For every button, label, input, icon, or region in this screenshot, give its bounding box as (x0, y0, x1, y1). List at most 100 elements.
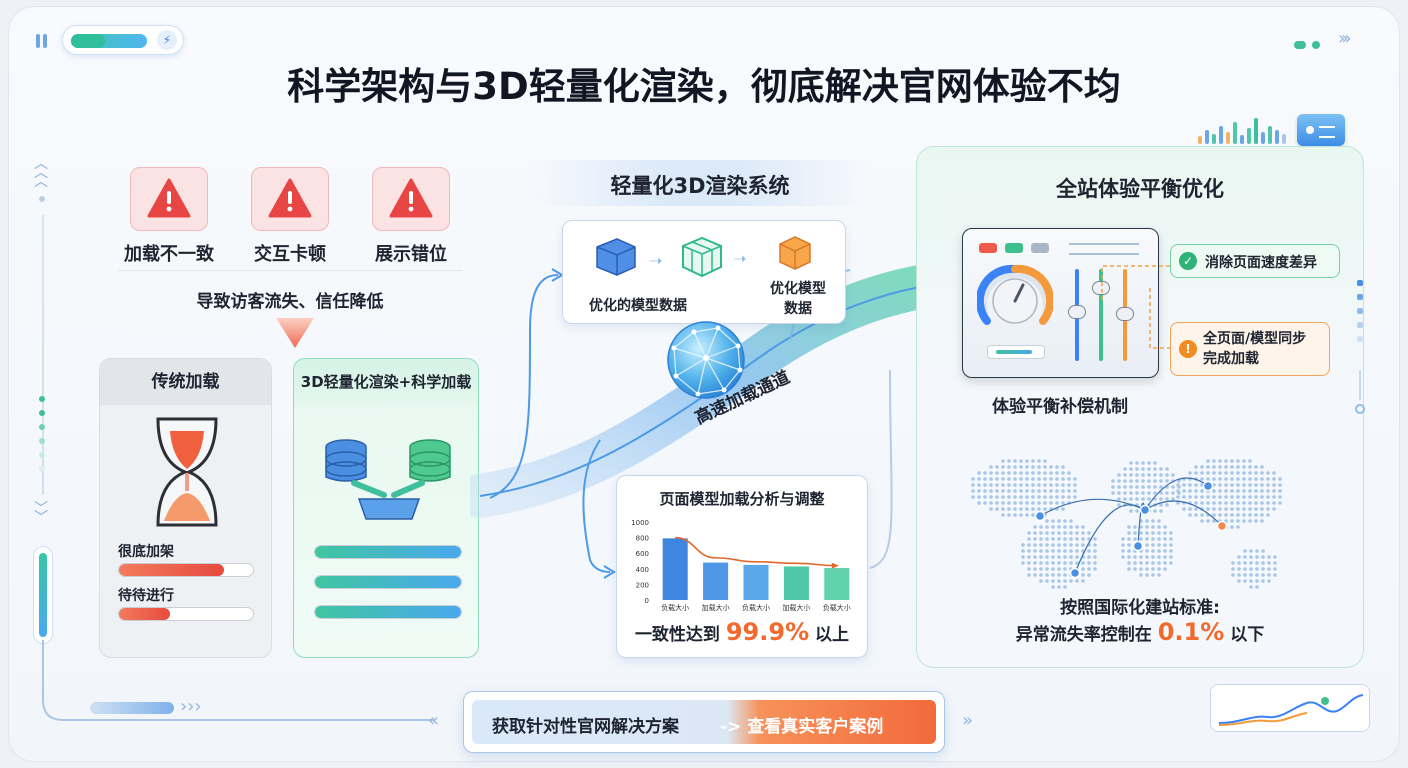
cube-orange-icon (779, 236, 811, 270)
title-band (530, 160, 870, 206)
arrow-right-icon: ➝ (649, 251, 663, 270)
indicator-green (1005, 243, 1023, 253)
tag-eliminate-speed-diff: ✓ 消除页面速度差异 (1170, 244, 1340, 278)
x-tick-label: 负载大小 (823, 603, 851, 612)
progress-bar (118, 563, 254, 577)
mini-bar (1212, 134, 1216, 144)
rail-line (42, 215, 44, 495)
problem-label: 交互卡顿 (254, 244, 326, 265)
cta-inner: 获取针对性官网解决方案 -> 查看真实客户案例 (472, 700, 936, 744)
globe-icon (667, 321, 745, 399)
mini-bar (1240, 135, 1244, 144)
model-optimization-card: ➝ ➝ 优化的模型数据 优化模型 数据 (562, 220, 846, 324)
connection-arc (1144, 500, 1223, 527)
map-node (1132, 540, 1144, 552)
slider-handle[interactable] (1116, 307, 1134, 321)
connection-arc (1144, 477, 1209, 511)
trend-arrowhead (831, 562, 839, 569)
card-label: 优化模型 数据 (770, 281, 826, 317)
map-node (1069, 567, 1081, 579)
trend-widget (1210, 684, 1370, 732)
problem-label: 展示错位 (375, 244, 447, 265)
mini-bar (1282, 134, 1286, 144)
cube-icon (596, 238, 636, 276)
problem-card-lag (251, 167, 329, 231)
indicator-red (979, 243, 997, 253)
mini-bar (1268, 126, 1272, 144)
consistency-text: 一致性达到 99.9% 以上 (617, 618, 867, 646)
map-node (1034, 510, 1046, 522)
status-toggle[interactable]: ⚡ (62, 25, 184, 55)
map-node (1202, 480, 1214, 492)
y-tick-label: 800 (636, 535, 649, 543)
mini-bar (1247, 128, 1251, 144)
page-title: 科学架构与3D轻量化渲染，彻底解决官网体验不均 (287, 65, 1121, 108)
mini-bar (1219, 126, 1223, 144)
chart-bar (703, 562, 729, 600)
consistency-prefix: 一致性达到 (634, 625, 720, 645)
chevron-right-icon: ››› (180, 696, 202, 717)
chevron-right-icon[interactable]: ››› (1338, 28, 1351, 49)
map-node (1139, 504, 1151, 516)
pause-icon[interactable] (36, 33, 50, 48)
analysis-title: 页面模型加载分析与调整 (659, 490, 825, 508)
indicator-dots (1294, 34, 1326, 53)
slider-handle[interactable] (1068, 305, 1086, 319)
consequence-text: 导致访客流失、信任降低 (196, 292, 384, 312)
cta-case-link[interactable]: -> 查看真实客户案例 (720, 717, 884, 737)
tag-sync-load: ! 全页面/模型同步 完成加载 (1170, 322, 1330, 376)
hourglass-icon (156, 417, 218, 527)
chevron-right-icon[interactable]: » (962, 710, 974, 731)
dial-knob-icon[interactable] (977, 263, 1053, 337)
cta-solution-link[interactable]: 获取针对性官网解决方案 (492, 717, 679, 737)
tag-text: 全页面/模型同步 完成加载 (1203, 331, 1307, 367)
mini-bar (1226, 132, 1230, 144)
mini-bar-decoration (1198, 118, 1290, 144)
x-tick-label: 负载大小 (742, 603, 770, 612)
chart-bar (824, 568, 850, 600)
progress-bar (118, 607, 254, 621)
churn-value: 0.1% (1157, 618, 1225, 646)
chevron-up-icon[interactable]: ︿︿︿ (34, 156, 48, 190)
churn-rate-text: 异常流失率控制在 0.1% 以下 (950, 618, 1330, 646)
cta-banner[interactable]: 获取针对性官网解决方案 -> 查看真实客户案例 (463, 691, 945, 753)
map-node (1216, 520, 1228, 532)
rail-connector (42, 640, 435, 721)
mini-bar (1275, 130, 1279, 144)
connection-arc (1074, 504, 1146, 574)
chevron-down-icon[interactable]: ﹀﹀ (34, 501, 48, 526)
chart-bar (743, 564, 769, 600)
problem-card-loading (130, 167, 208, 231)
bolt-icon: ⚡ (157, 30, 177, 50)
y-tick-label: 1000 (631, 519, 649, 527)
slider-handle[interactable] (1092, 281, 1110, 295)
mini-bar (1261, 132, 1265, 144)
vertical-progress (33, 546, 53, 644)
mini-bar (1198, 136, 1202, 144)
monitor-icon (1297, 114, 1345, 146)
warning-icon (147, 178, 191, 218)
indicator-gray (1031, 243, 1049, 253)
mini-progress (90, 702, 174, 714)
trend-wave (1218, 694, 1364, 726)
chevron-left-icon[interactable]: « (428, 710, 440, 731)
slider-track (1099, 269, 1103, 361)
panel-title: 3D轻量化渲染+科学加载 (294, 359, 478, 405)
x-tick-label: 负载大小 (661, 603, 689, 612)
system-title: 轻量化3D渲染系统 (610, 174, 790, 198)
right-title: 全站体验平衡优化 (1056, 177, 1224, 201)
problem-card-misalign (372, 167, 450, 231)
scientific-loading-panel: 3D轻量化渲染+科学加载 (293, 358, 479, 658)
check-icon: ✓ (1179, 252, 1197, 270)
alert-icon: ! (1179, 340, 1197, 358)
bar-label: 待待进行 (118, 588, 174, 604)
mini-bar (1205, 130, 1209, 144)
tag-connectors (1101, 265, 1170, 349)
progress-bar (314, 605, 462, 619)
y-tick-label: 400 (636, 566, 649, 574)
traditional-loading-panel: 传统加载 很底加架 待待进行 (99, 358, 272, 658)
y-tick-label: 600 (636, 550, 649, 558)
load-bar-chart: 02004006008001000负载大小加载大小负载大小加载大小负载大小 (631, 519, 851, 612)
mini-bar (1233, 122, 1237, 144)
